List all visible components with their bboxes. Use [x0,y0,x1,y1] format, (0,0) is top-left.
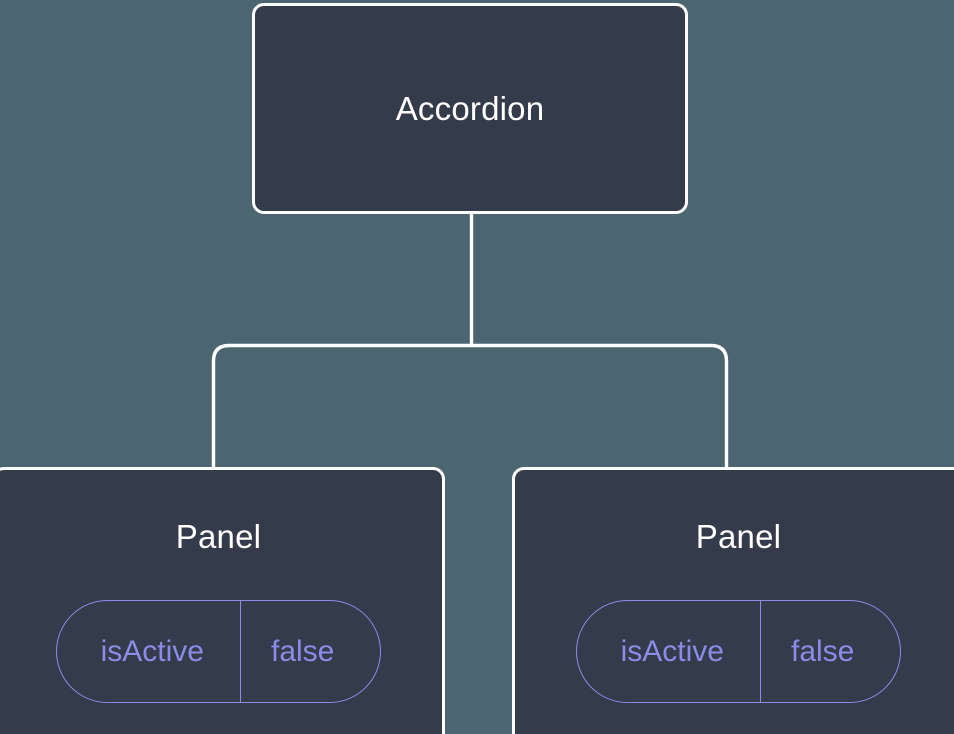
state-pill[interactable]: isActive false [55,600,382,703]
state-pill-value: false [270,634,335,668]
node-title: Accordion [395,90,545,127]
state-pill-value: false [790,634,855,668]
state-pill-key: isActive [57,601,241,702]
node-panel[interactable]: Panel isActive false [512,467,954,734]
state-pill-key: isActive [577,601,761,702]
node-title: Panel [695,518,782,555]
node-panel[interactable]: Panel isActive false [0,467,445,734]
state-pill[interactable]: isActive false [575,600,902,703]
node-accordion[interactable]: Accordion [252,3,688,214]
edge-branch-bus [211,343,729,468]
node-title: Panel [175,518,262,555]
